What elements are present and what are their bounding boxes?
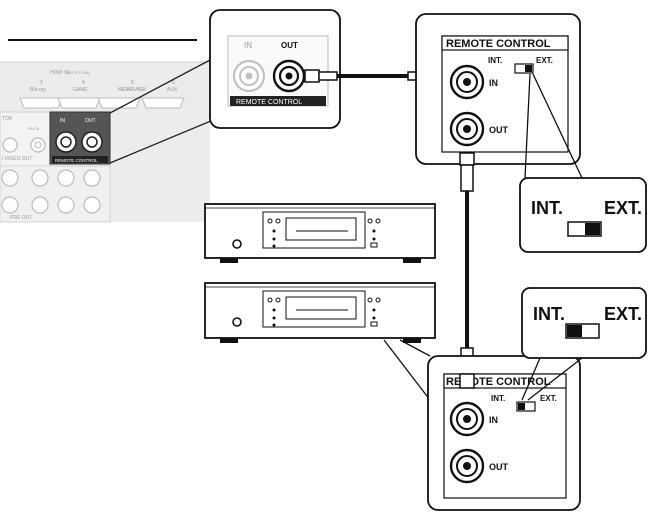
svg-text:REMOTE CONTROL: REMOTE CONTROL — [55, 158, 98, 163]
callout-section-label: REMOTE CONTROL — [236, 99, 302, 106]
switch-bottom-toggle[interactable] — [565, 323, 600, 339]
switch-bottom-int-label: INT. — [533, 304, 565, 324]
device2-ext-label: EXT. — [540, 394, 557, 403]
switch-callout-top: INT. EXT. — [519, 177, 647, 253]
svg-text:6: 6 — [172, 80, 175, 86]
audio-device-lower — [204, 282, 436, 343]
cable-device1-to-device2 — [459, 152, 475, 389]
device1-mini-switch[interactable] — [514, 63, 534, 74]
device1-remote-title: REMOTE CONTROL — [446, 38, 551, 50]
device1-out-label: OUT — [489, 125, 509, 135]
hdmi-port-label: GAME — [73, 87, 88, 93]
hdmi-port-6: 6 AUX — [141, 80, 185, 109]
callout-in-label: IN — [244, 41, 252, 50]
hdmi-port-3: 3 Blu-ray — [19, 80, 63, 109]
switch-top-toggle[interactable] — [567, 221, 602, 237]
svg-text:OUT: OUT — [85, 118, 96, 124]
device1-remote-panel: REMOTE CONTROL INT. EXT. IN OUT — [415, 13, 581, 165]
monitor-label: TOR — [2, 116, 13, 122]
svg-text:3: 3 — [40, 80, 43, 86]
switch-top-int-label: INT. — [531, 198, 563, 218]
audio-device-upper — [204, 203, 436, 263]
power-button[interactable] — [232, 239, 242, 249]
device2-mini-switch[interactable] — [516, 401, 536, 412]
device1-in-label: IN — [489, 78, 498, 88]
switch-top-ext-label: EXT. — [604, 198, 642, 218]
power-button[interactable] — [232, 317, 242, 327]
switch-bottom-ext-label: EXT. — [604, 304, 642, 324]
svg-text:4: 4 — [82, 80, 85, 86]
device1-int-label: INT. — [488, 56, 502, 65]
hdmi-in-header: HDMI IN — [50, 70, 70, 76]
video-out-label: / VIDEO OUT — [2, 156, 32, 162]
device2-remote-panel: REMOTE CONTROL INT. EXT. IN OUT — [427, 355, 581, 511]
pb-label: Pb/Cb — [28, 126, 40, 131]
hdmi-in-header-sub: (HDCP 2.2/4K) — [66, 71, 89, 75]
switch-callout-bottom: INT. EXT. — [521, 287, 647, 359]
hdmi-port-4: 4 GAME — [57, 80, 101, 109]
hdmi-port-label: MEDIA PLAYER — [118, 87, 146, 93]
receiver-remote-jacks: IN OUT REMOTE CONTROL — [49, 111, 111, 165]
device2-int-label: INT. — [491, 394, 505, 403]
svg-text:IN: IN — [60, 118, 65, 124]
pre-out-label: PRE OUT — [10, 215, 32, 221]
device2-out-label: OUT — [489, 462, 509, 472]
device1-ext-label: EXT. — [536, 56, 553, 65]
hdmi-port-5: 5 MEDIA PLAYER — [97, 80, 146, 109]
receiver-jacks-callout: IN OUT REMOTE CONTROL — [209, 9, 341, 129]
hdmi-port-label: Blu-ray — [30, 87, 46, 93]
hdmi-port-label: AUX — [167, 87, 178, 93]
callout-out-label: OUT — [281, 41, 298, 50]
lower-rca-jacks: PRE OUT — [0, 165, 111, 223]
device2-in-label: IN — [489, 415, 498, 425]
receiver-rear-panel: HDMI IN (HDCP 2.2/4K) 3 Blu-ray 4 GAME 5… — [0, 39, 219, 223]
svg-text:5: 5 — [131, 80, 134, 86]
